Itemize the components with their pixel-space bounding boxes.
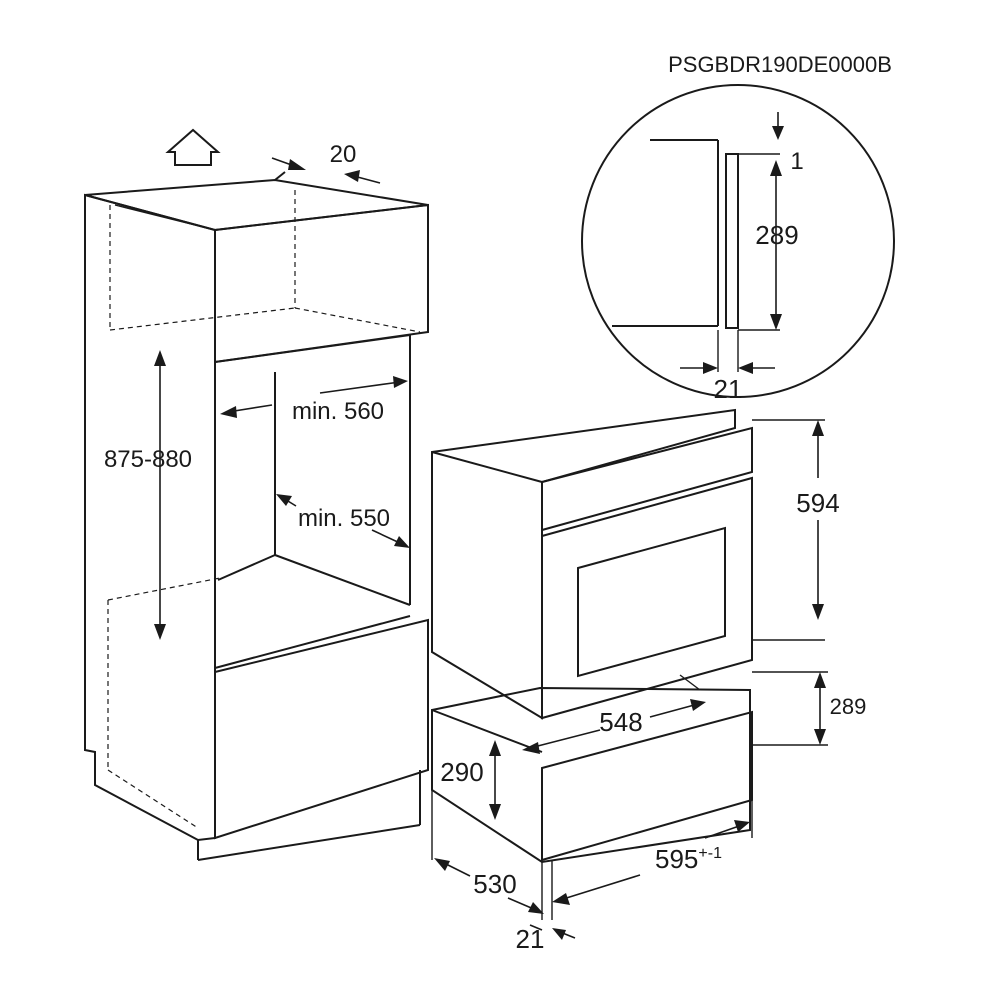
drawer-width-label: 595+-1 bbox=[655, 844, 722, 874]
drawer-depth-label: 530 bbox=[473, 869, 516, 899]
cabinet-height-label: 875-880 bbox=[104, 446, 192, 473]
drawer-front bbox=[541, 710, 753, 862]
cabinet-side bbox=[84, 193, 216, 842]
drawer-drawing: 289 548 290 530 595+-1 21 bbox=[431, 671, 867, 954]
cabinet-top-box bbox=[214, 203, 429, 364]
min-depth-label: min. 550 bbox=[298, 505, 390, 532]
oven-door bbox=[541, 476, 753, 720]
detail-circle: 1 289 21 bbox=[581, 84, 895, 404]
oven-window bbox=[577, 526, 726, 678]
detail-height-label: 289 bbox=[755, 220, 798, 250]
oven-control-panel bbox=[541, 426, 753, 532]
detail-thickness-label: 21 bbox=[714, 374, 743, 404]
model-code: PSGBDR190DE0000B bbox=[668, 52, 892, 77]
drawer-width-tolerance: +-1 bbox=[698, 845, 722, 862]
drawer-height-right-label: 289 bbox=[830, 694, 867, 719]
oven-drawing: 594 bbox=[431, 408, 840, 720]
detail-gap-label: 1 bbox=[790, 148, 803, 175]
cabinet-drawing: 875-880 20 min. 560 min. 550 bbox=[84, 128, 429, 861]
top-gap-label: 20 bbox=[330, 141, 357, 168]
drawer-height-left-label: 290 bbox=[440, 757, 483, 787]
drawer-inner-width-label: 548 bbox=[599, 707, 642, 737]
drawer-width-value: 595 bbox=[655, 844, 698, 874]
cabinet-top bbox=[84, 178, 429, 232]
front-thickness-label: 21 bbox=[516, 924, 545, 954]
up-arrow-icon bbox=[165, 128, 221, 166]
min-width-label: min. 560 bbox=[292, 398, 384, 425]
cabinet-bottom-box bbox=[214, 618, 429, 840]
oven-height-label: 594 bbox=[796, 488, 839, 518]
